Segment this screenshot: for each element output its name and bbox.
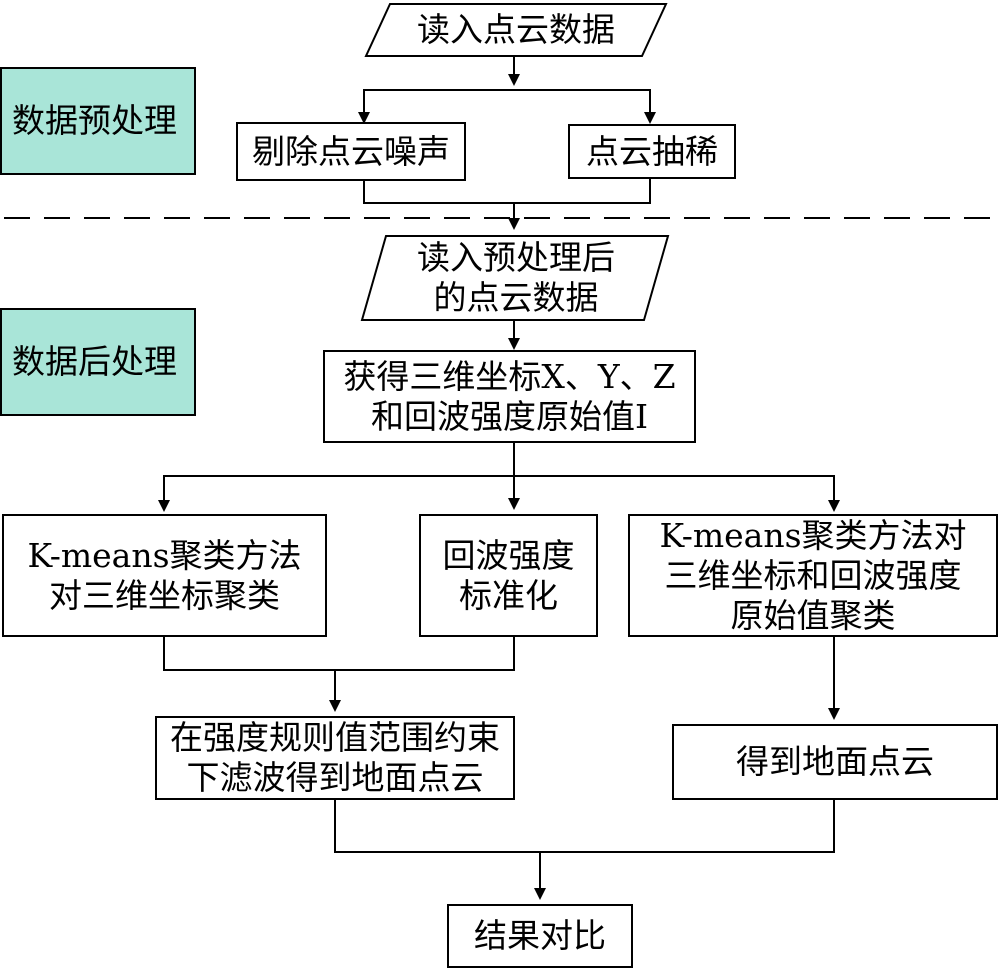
get-coords-node: 获得三维坐标X、Y、Z 和回波强度原始值I [323,350,696,443]
read-cloud-label: 读入点云数据 [417,10,615,49]
normalize-intensity-node: 回波强度 标准化 [419,514,598,637]
kmeans-xyz-label: K-means聚类方法 对三维坐标聚类 [27,535,302,615]
get-coords-label: 获得三维坐标X、Y、Z 和回波强度原始值I [343,356,676,436]
thin-cloud-label: 点云抽稀 [586,131,718,171]
filter-ground-label: 在强度规则值范围约束 下滤波得到地面点云 [170,718,500,797]
kmeans-xyz-intensity-node: K-means聚类方法对 三维坐标和回波强度 原始值聚类 [628,514,998,637]
section-preprocess-label: 数据预处理 [12,101,177,140]
split-line [363,89,651,120]
thin-cloud-node: 点云抽稀 [568,124,736,179]
kmeans-xyz-node: K-means聚类方法 对三维坐标聚类 [2,514,327,637]
read-preprocessed-shape [360,235,670,321]
read-cloud-shape [364,3,668,57]
compare-node: 结果对比 [447,904,633,968]
section-preprocess: 数据预处理 [0,67,196,175]
read-preprocessed-label: 读入预处理后 的点云数据 [417,238,615,317]
filter-ground-node: 在强度规则值范围约束 下滤波得到地面点云 [155,716,515,800]
get-ground-label: 得到地面点云 [736,742,934,781]
three-way-split-line [163,475,835,508]
left-merge-line [163,637,515,671]
get-ground-node: 得到地面点云 [672,724,998,800]
normalize-intensity-label: 回波强度 标准化 [442,535,575,615]
read-cloud-node: 读入点云数据 [380,4,652,56]
compare-label: 结果对比 [474,916,606,955]
final-merge-line [334,800,835,853]
section-postprocess: 数据后处理 [0,308,196,416]
kmeans-xyz-intensity-label: K-means聚类方法对 三维坐标和回波强度 原始值聚类 [659,515,967,635]
section-postprocess-label: 数据后处理 [12,342,177,381]
remove-noise-node: 剔除点云噪声 [236,122,466,181]
read-preprocessed-node: 读入预处理后 的点云数据 [376,238,656,318]
merge-line [363,179,651,204]
remove-noise-label: 剔除点云噪声 [252,131,450,171]
